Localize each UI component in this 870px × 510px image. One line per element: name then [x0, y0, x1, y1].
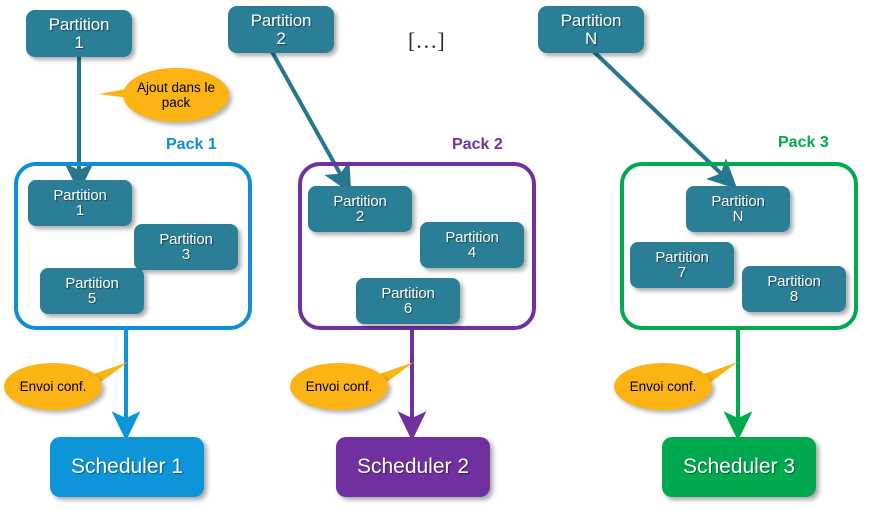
pack-2-label: Pack 2	[452, 136, 503, 153]
chip-line2: N	[732, 208, 744, 225]
chip-line1: Partition	[250, 11, 312, 30]
scheduler-3[interactable]: Scheduler 3	[662, 437, 816, 497]
pack-2-partition-4[interactable]: Partition 4	[420, 222, 524, 268]
callout-bubble: Envoi conf.	[4, 363, 102, 410]
pack-2-partition-2[interactable]: Partition 2	[308, 186, 412, 232]
pack-2-partition-6[interactable]: Partition 6	[356, 278, 460, 324]
chip-line2: 8	[789, 288, 799, 305]
pack-1-container[interactable]	[14, 162, 252, 330]
callout-send-conf-1[interactable]: Envoi conf.	[4, 358, 134, 410]
pack-3-label: Pack 3	[778, 134, 829, 151]
pack-1-partition-1[interactable]: Partition 1	[28, 180, 132, 226]
pack-3-container[interactable]	[620, 162, 858, 330]
chip-line2: 4	[467, 244, 477, 261]
callout-line1: Envoi conf.	[305, 378, 373, 394]
ellipsis-marker: […]	[408, 28, 445, 53]
chip-line1: Partition	[767, 272, 821, 290]
chip-line1: Partition	[711, 192, 765, 210]
chip-line1: Partition	[445, 228, 499, 246]
callout-send-conf-2[interactable]: Envoi conf.	[290, 358, 420, 410]
chip-line1: Partition	[655, 248, 709, 266]
pack-3-partition-7[interactable]: Partition 7	[630, 242, 734, 288]
source-partition-1[interactable]: Partition 1	[26, 10, 132, 57]
arrow-partitionN-to-pack3	[589, 47, 738, 190]
scheduler-2[interactable]: Scheduler 2	[336, 437, 490, 497]
chip-line1: Partition	[381, 284, 435, 302]
chip-line1: Partition	[560, 11, 622, 30]
chip-line2: 1	[74, 32, 84, 52]
chip-line1: Partition	[65, 274, 119, 292]
chip-line1: Partition	[159, 230, 213, 248]
chip-line2: 2	[276, 28, 286, 48]
chip-line2: 3	[181, 246, 191, 263]
callout-send-conf-3[interactable]: Envoi conf.	[614, 358, 744, 410]
scheduler-1[interactable]: Scheduler 1	[50, 437, 204, 497]
source-partition-2[interactable]: Partition 2	[228, 6, 334, 53]
pack-3-partition-n[interactable]: Partition N	[686, 186, 790, 232]
chip-line2: 7	[677, 264, 687, 281]
chip-line2: 2	[355, 208, 365, 225]
chip-line1: Partition	[333, 192, 387, 210]
chip-line1: Partition	[53, 186, 107, 204]
callout-line1: Ajout dans le	[136, 79, 216, 95]
chip-line1: Partition	[48, 15, 110, 34]
callout-line1: Envoi conf.	[629, 378, 697, 394]
pack-3-partition-8[interactable]: Partition 8	[742, 266, 846, 312]
callout-bubble: Ajout dans le pack	[123, 68, 229, 122]
chip-line2: 1	[75, 202, 85, 219]
pack-1-partition-3[interactable]: Partition 3	[134, 224, 238, 270]
callout-add-to-pack[interactable]: Ajout dans le pack	[97, 68, 229, 122]
chip-line2: 6	[403, 300, 413, 317]
pack-2-container[interactable]	[298, 162, 536, 330]
callout-line1: Envoi conf.	[19, 378, 87, 394]
chip-line2: N	[584, 28, 598, 48]
callout-line2: pack	[161, 95, 191, 110]
callout-bubble: Envoi conf.	[614, 363, 712, 410]
pack-1-partition-5[interactable]: Partition 5	[40, 268, 144, 314]
chip-line2: 5	[87, 290, 97, 307]
source-partition-n[interactable]: Partition N	[538, 6, 644, 53]
pack-1-label: Pack 1	[166, 136, 217, 153]
callout-bubble: Envoi conf.	[290, 363, 388, 410]
